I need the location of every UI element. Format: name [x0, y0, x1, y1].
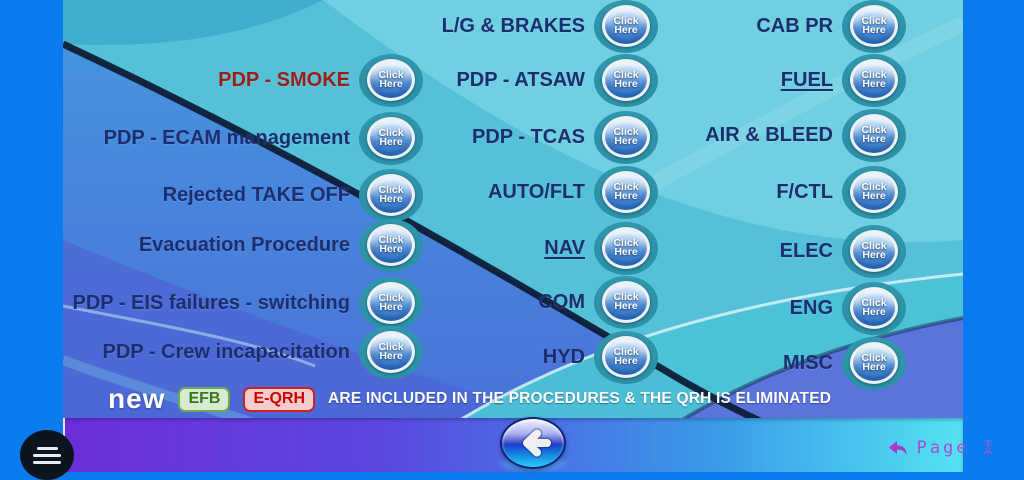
e-qrh-badge: E-QRH — [243, 386, 316, 412]
left-arrow-icon — [521, 428, 553, 458]
left-edge-strip — [0, 0, 63, 472]
label-evacuation: Evacuation Procedure — [138, 233, 350, 256]
label-misc: MISC — [783, 351, 833, 374]
reply-arrow-icon[interactable] — [888, 440, 908, 456]
right-edge-strip — [963, 0, 1024, 472]
efb-badge: EFB — [178, 386, 231, 412]
label-fuel: FUEL — [780, 68, 833, 91]
hamburger-icon — [33, 446, 61, 464]
label-lg-brakes: L/G & BRAKES — [441, 14, 585, 37]
label-pdp-tcas: PDP - TCAS — [472, 125, 585, 148]
label-rejected-takeoff: Rejected TAKE OFF — [162, 183, 350, 206]
label-pdp-atsaw: PDP - ATSAW — [456, 68, 585, 91]
page-number-text: Page 1 — [916, 438, 996, 458]
label-eng: ENG — [789, 296, 833, 319]
label-com: COM — [538, 290, 585, 313]
page-indicator: Page 1 — [888, 438, 996, 458]
back-button[interactable] — [500, 417, 566, 469]
label-nav: NAV — [544, 236, 585, 259]
label-air-bleed: AIR & BLEED — [705, 123, 833, 146]
notice-message: ARE INCLUDED IN THE PROCEDURES & THE QRH… — [328, 390, 832, 407]
label-crew-incapacitation: PDP - Crew incapacitation — [102, 340, 350, 363]
label-pdp-smoke: PDP - SMOKE — [218, 68, 350, 91]
label-eis-failures: PDP - EIS failures - switching — [72, 291, 350, 314]
label-fctl: F/CTL — [776, 180, 833, 203]
label-auto-flt: AUTO/FLT — [487, 180, 585, 203]
menu-button[interactable] — [20, 430, 74, 480]
label-elec: ELEC — [779, 239, 833, 262]
label-cab-pr: CAB PR — [756, 14, 833, 37]
new-label: new — [108, 383, 166, 414]
notice-strip: new EFB E-QRH ARE INCLUDED IN THE PROCED… — [108, 384, 831, 414]
label-pdp-ecam: PDP - ECAM management — [103, 126, 350, 149]
label-hyd: HYD — [542, 345, 585, 368]
